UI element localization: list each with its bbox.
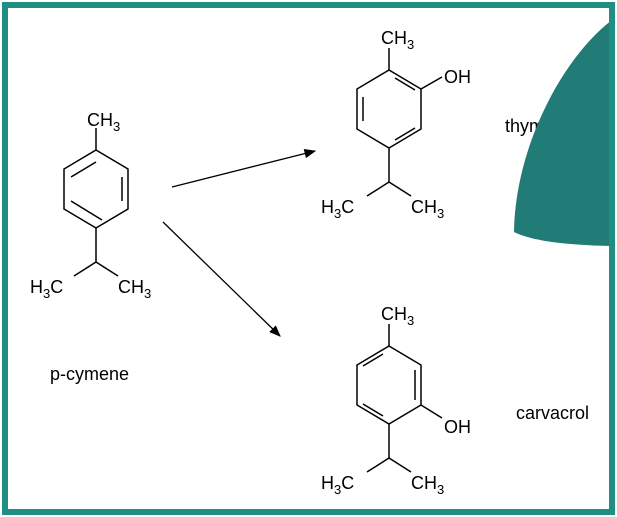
thymol-structure: [356, 48, 443, 197]
p-cymene-ch3-top: CH3: [87, 110, 120, 134]
arrow-to-carvacrol: [162, 221, 281, 337]
p-cymene-structure: [63, 128, 129, 277]
carvacrol-structure: [356, 324, 443, 473]
arrow-to-thymol: [171, 149, 317, 188]
carvacrol-oh-bond: [420, 404, 443, 419]
carvacrol-ch3-top: CH3: [381, 304, 414, 328]
thymol-h3c: H3C: [321, 197, 354, 221]
thymol-ring: [356, 69, 422, 149]
carvacrol-ch3-right: CH3: [411, 473, 444, 497]
thymol-oh: OH: [444, 67, 471, 87]
teal-overlay-shape: [514, 20, 612, 246]
thymol-oh-bond: [420, 76, 443, 90]
p-cymene-h3c: H3C: [30, 277, 63, 301]
thymol-ch3-top: CH3: [381, 28, 414, 52]
carvacrol-label: carvacrol: [516, 403, 589, 423]
thymol-ch3-right: CH3: [411, 197, 444, 221]
p-cymene-label: p-cymene: [50, 364, 129, 384]
carvacrol-oh: OH: [444, 417, 471, 437]
p-cymene-ch3-right: CH3: [118, 277, 151, 301]
carvacrol-h3c: H3C: [321, 473, 354, 497]
carvacrol-ring: [356, 345, 422, 425]
